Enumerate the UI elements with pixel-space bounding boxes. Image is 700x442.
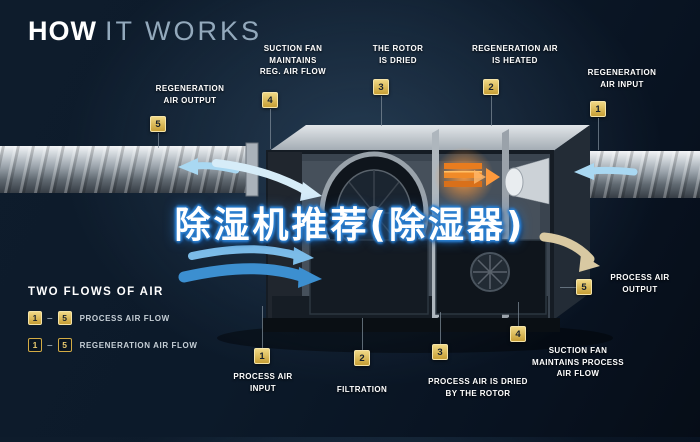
callout-label-regeneration-air-input: REGENERATION AIR INPUT bbox=[587, 68, 657, 89]
legend-label-process: PROCESS AIR FLOW bbox=[79, 313, 170, 323]
callout-label-process-air-output: PROCESS AIR OUTPUT bbox=[610, 273, 670, 294]
callout-label-filtration: FILTRATION bbox=[336, 385, 388, 394]
step-badge-regen-4: 4 bbox=[262, 92, 278, 108]
legend-dash: – bbox=[47, 339, 53, 351]
legend-badge-regen-to: 5 bbox=[57, 338, 72, 352]
legend-badge-process-to: 5 bbox=[57, 311, 72, 325]
step-badge-process-3: 3 bbox=[432, 344, 448, 360]
callout-label-process-air-dried: PROCESS AIR IS DRIED BY THE ROTOR bbox=[428, 377, 528, 398]
callout-label-suction-fan-reg: SUCTION FAN MAINTAINS REG. AIR FLOW bbox=[259, 44, 327, 77]
connector-line bbox=[381, 96, 382, 126]
watermark-text: 除湿机推荐(除湿器) bbox=[174, 205, 526, 246]
callout-label-suction-fan-process: SUCTION FAN MAINTAINS PROCESS AIR FLOW bbox=[532, 346, 624, 379]
step-badge-regen-2: 2 bbox=[483, 79, 499, 95]
legend-two-flows: TWO FLOWS OF AIR 1 – 5 PROCESS AIR FLOW … bbox=[28, 286, 198, 352]
connector-line bbox=[491, 96, 492, 126]
step-badge-regen-1: 1 bbox=[590, 101, 606, 117]
page-title-bold: HOW bbox=[28, 16, 97, 46]
callout-label-rotor-is-dried: THE ROTOR IS DRIED bbox=[372, 44, 424, 65]
step-badge-regen-3: 3 bbox=[373, 79, 389, 95]
callout-label-regeneration-air-heated: REGENERATION AIR IS HEATED bbox=[472, 44, 558, 65]
callout-label-regeneration-air-output: REGENERATION AIR OUTPUT bbox=[155, 84, 225, 105]
legend-title: TWO FLOWS OF AIR bbox=[28, 286, 164, 298]
callout-label-process-air-input: PROCESS AIR INPUT bbox=[233, 372, 293, 393]
step-badge-regen-5: 5 bbox=[150, 116, 166, 132]
legend-row-process: 1 – 5 PROCESS AIR FLOW bbox=[28, 311, 198, 325]
legend-label-regeneration: REGENERATION AIR FLOW bbox=[79, 340, 198, 350]
legend-row-regeneration: 1 – 5 REGENERATION AIR FLOW bbox=[28, 338, 198, 352]
connector-line bbox=[362, 318, 363, 350]
connector-line bbox=[158, 133, 159, 148]
legend-badge-process-from: 1 bbox=[28, 311, 42, 325]
step-badge-process-1: 1 bbox=[254, 348, 270, 364]
step-badge-process-2: 2 bbox=[354, 350, 370, 366]
legend-dash: – bbox=[47, 312, 53, 324]
connector-line bbox=[598, 118, 599, 150]
legend-badge-regen-from: 1 bbox=[28, 338, 42, 352]
page-title-light: IT WORKS bbox=[104, 16, 262, 46]
